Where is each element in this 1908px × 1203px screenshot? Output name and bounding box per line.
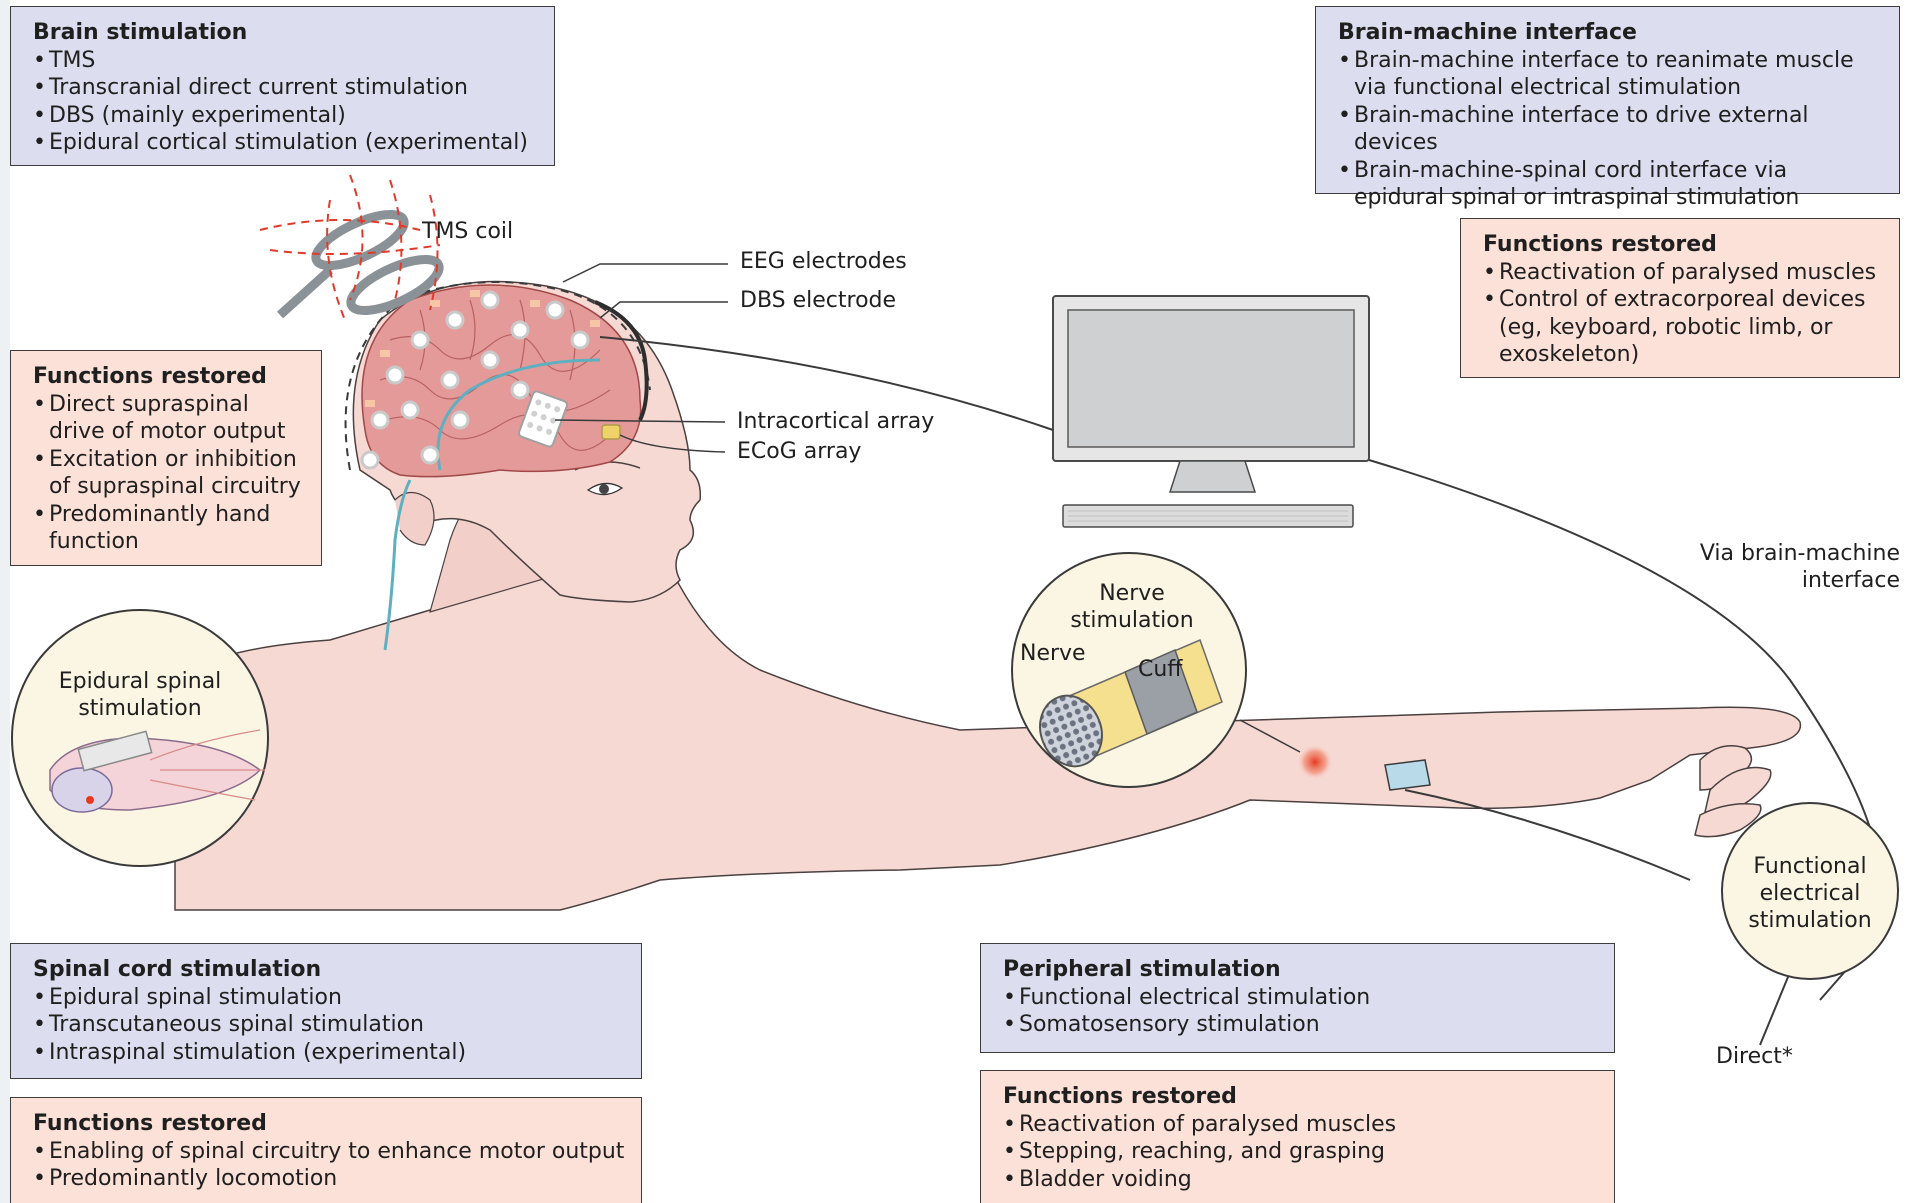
box-item: Control of extracorporeal devices (eg, k… <box>1483 286 1883 369</box>
peripheral-stimulation-box: Peripheral stimulation Functional electr… <box>980 943 1615 1053</box>
nerve-label: Nerve <box>1020 640 1086 667</box>
spinal-stimulation-box: Spinal cord stimulation Epidural spinal … <box>10 943 642 1079</box>
intracortical-array-label: Intracortical array <box>737 408 934 435</box>
box-title: Brain-machine interface <box>1338 19 1883 47</box>
nerve-stimulation-label: Nerve stimulation <box>1052 580 1212 634</box>
box-title: Functions restored <box>33 363 305 391</box>
box-item: Brain-machine interface to drive externa… <box>1338 102 1883 157</box>
box-item: Functional electrical stimulation <box>1003 984 1598 1012</box>
box-item: Brain-machine interface to reanimate mus… <box>1338 47 1883 102</box>
peripheral-functions-box: Functions restored Reactivation of paral… <box>980 1070 1615 1203</box>
direct-label: Direct* <box>1716 1043 1793 1070</box>
eeg-electrodes-label: EEG electrodes <box>740 248 907 275</box>
box-item: Predominantly hand function <box>33 501 305 556</box>
box-item: Transcranial direct current stimulation <box>33 74 538 102</box>
pupil <box>599 484 609 494</box>
box-item: Epidural spinal stimulation <box>33 984 625 1012</box>
left-edge-strip <box>0 0 10 1203</box>
box-item: Brain-machine-spinal cord interface via … <box>1338 157 1883 212</box>
ecog-array <box>602 425 620 439</box>
box-title: Functions restored <box>1003 1083 1598 1111</box>
box-item: Stepping, reaching, and grasping <box>1003 1138 1598 1166</box>
stimulation-site-glow <box>1297 744 1333 780</box>
box-item: Reactivation of paralysed muscles <box>1003 1111 1598 1139</box>
box-item: Intraspinal stimulation (experimental) <box>33 1039 625 1067</box>
box-item: Predominantly locomotion <box>33 1165 625 1193</box>
epidural-spinal-label: Epidural spinal stimulation <box>45 668 235 722</box>
bmi-box: Brain-machine interface Brain-machine in… <box>1315 6 1900 194</box>
box-item: Direct supraspinal drive of motor output <box>33 391 305 446</box>
box-item: Bladder voiding <box>1003 1166 1598 1194</box>
cuff-label: Cuff <box>1138 656 1182 683</box>
dbs-electrode-label: DBS electrode <box>740 287 896 314</box>
box-title: Functions restored <box>1483 231 1883 259</box>
box-item: DBS (mainly experimental) <box>33 102 538 130</box>
tms-coil-label: TMS coil <box>422 218 513 245</box>
box-title: Spinal cord stimulation <box>33 956 625 984</box>
box-item: Reactivation of paralysed muscles <box>1483 259 1883 287</box>
box-item: Transcutaneous spinal stimulation <box>33 1011 625 1039</box>
box-item: Enabling of spinal circuitry to enhance … <box>33 1138 625 1166</box>
brain-functions-box: Functions restored Direct supraspinal dr… <box>10 350 322 566</box>
bmi-functions-box: Functions restored Reactivation of paral… <box>1460 218 1900 378</box>
brain-stimulation-box: Brain stimulation TMS Transcranial direc… <box>10 6 555 166</box>
box-item: Epidural cortical stimulation (experimen… <box>33 129 538 157</box>
box-title: Peripheral stimulation <box>1003 956 1598 984</box>
spinal-functions-box: Functions restored Enabling of spinal ci… <box>10 1097 642 1203</box>
ecog-array-label: ECoG array <box>737 438 861 465</box>
box-item: TMS <box>33 47 538 75</box>
surface-electrode <box>1385 760 1430 790</box>
box-item: Excitation or inhibition of supraspinal … <box>33 446 305 501</box>
box-title: Brain stimulation <box>33 19 538 47</box>
fes-label: Functional electrical stimulation <box>1735 853 1885 934</box>
box-title: Functions restored <box>33 1110 625 1138</box>
via-bmi-label: Via brain-machine interface <box>1680 540 1900 594</box>
box-item: Somatosensory stimulation <box>1003 1011 1598 1039</box>
